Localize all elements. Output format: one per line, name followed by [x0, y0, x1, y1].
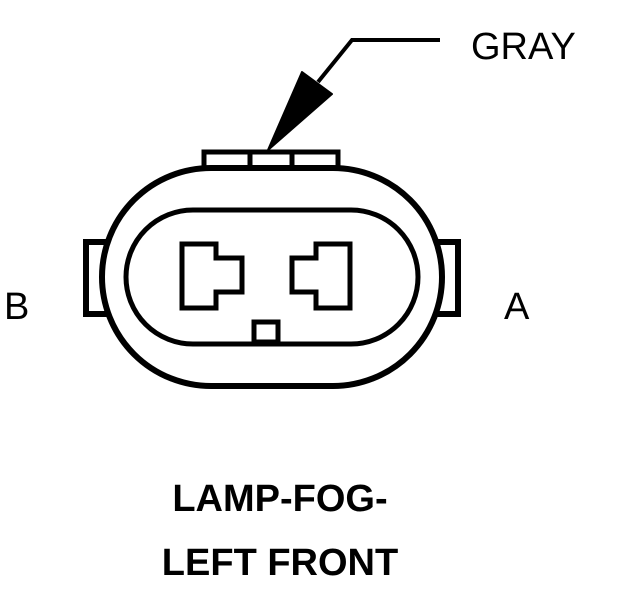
diagram-title-line-1: LAMP-FOG- [172, 478, 388, 520]
terminal-a-cavity [289, 241, 353, 311]
wire-color-label: GRAY [471, 26, 576, 68]
terminal-b-label: B [4, 286, 30, 328]
diagram-title-line-2: LEFT FRONT [161, 542, 399, 584]
terminal-a-label: A [504, 286, 530, 328]
wire-leader-line [316, 38, 440, 84]
wire-arrowhead [267, 71, 333, 151]
bottom-key [251, 319, 281, 345]
terminal-b-cavity [179, 241, 245, 311]
